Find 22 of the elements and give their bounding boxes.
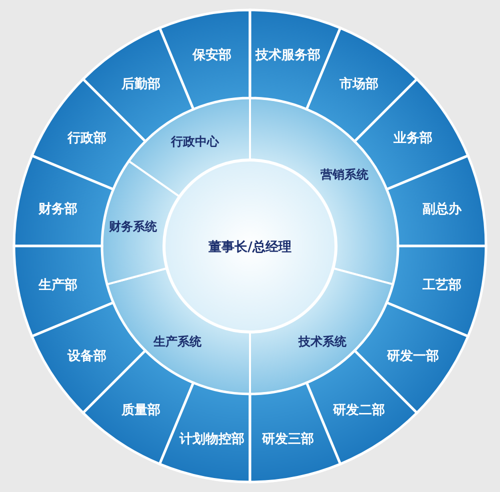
segment-label: 行政中心: [171, 134, 220, 148]
segment-label: 生产部: [38, 278, 78, 294]
segment-label: 市场部: [339, 77, 378, 92]
segment-label: 业务部: [393, 131, 432, 146]
segment-label: 财务系统: [108, 219, 157, 234]
segment-label: 后勤部: [122, 77, 161, 92]
segment-label: 生产系统: [154, 334, 202, 348]
segment-label: 研发二部: [332, 402, 385, 418]
segment-label: 研发一部: [386, 348, 439, 364]
segment-label: 副总办: [422, 202, 462, 217]
segment-label: 设备部: [68, 348, 107, 364]
segment-label: 董事长/总经理: [208, 240, 292, 255]
segment-label: 计划物控部: [179, 432, 244, 448]
segment-label: 财务部: [38, 202, 78, 217]
segment-label: 工艺部: [422, 278, 462, 294]
segment-label: 研发三部: [262, 432, 314, 448]
segment-label: 营销系统: [320, 168, 368, 182]
segment-label: 质量部: [122, 402, 161, 418]
segment-label: 技术系统: [298, 334, 346, 348]
segment-label: 行政部: [68, 131, 107, 146]
segment-label: 保安部: [192, 48, 232, 63]
segment-label: 技术服务部: [256, 48, 321, 63]
